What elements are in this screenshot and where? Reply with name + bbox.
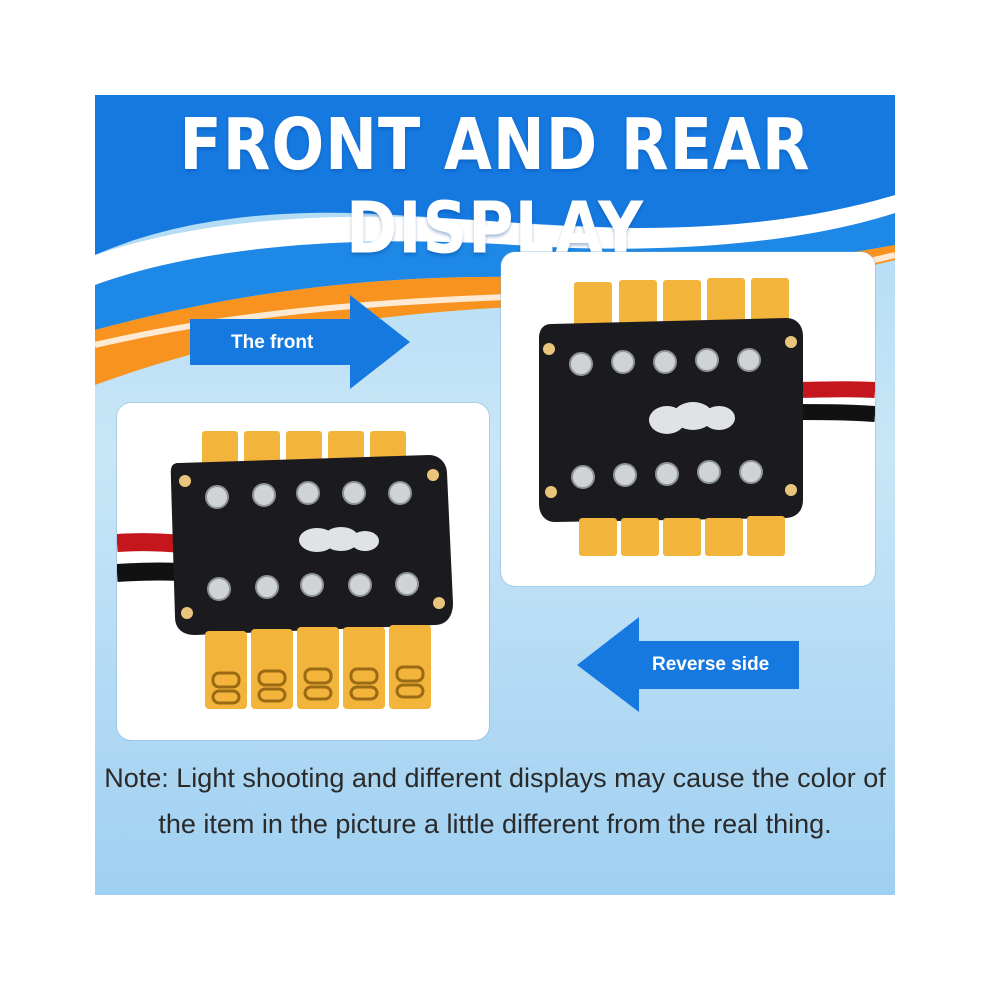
banner-title: FRONT AND REAR DISPLAY bbox=[179, 102, 811, 270]
product-panel: FRONT AND REAR DISPLAY The front Reverse… bbox=[95, 95, 895, 895]
front-board-image bbox=[117, 431, 453, 709]
rear-board-image bbox=[539, 278, 875, 556]
arrow-left-icon bbox=[577, 617, 799, 712]
front-label: The front bbox=[231, 332, 314, 353]
rear-product-photo bbox=[501, 252, 875, 586]
front-product-photo bbox=[117, 403, 489, 740]
reverse-label: Reverse side bbox=[652, 654, 770, 675]
disclaimer-note: Note: Light shooting and different displ… bbox=[104, 763, 886, 839]
arrow-right-icon bbox=[190, 295, 410, 389]
